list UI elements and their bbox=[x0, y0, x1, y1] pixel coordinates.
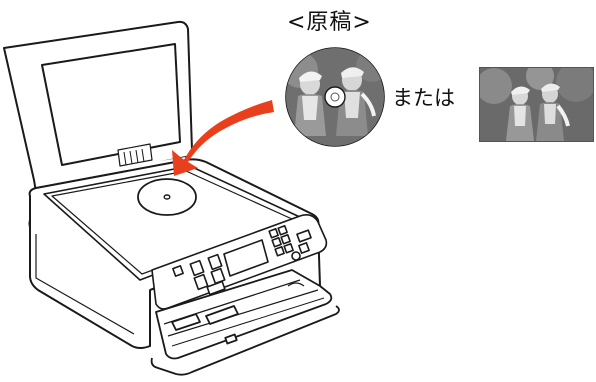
curved-arrow-icon bbox=[172, 100, 274, 176]
or-label: または bbox=[392, 86, 455, 110]
control-panel bbox=[151, 214, 328, 310]
scanner-lid bbox=[3, 20, 193, 193]
original-label: <原稿> bbox=[287, 10, 372, 35]
disc-on-glass bbox=[137, 178, 197, 216]
disc-original-icon bbox=[285, 47, 385, 147]
printer-body bbox=[28, 158, 321, 349]
photo-original-icon bbox=[479, 67, 594, 142]
output-tray bbox=[150, 269, 340, 376]
